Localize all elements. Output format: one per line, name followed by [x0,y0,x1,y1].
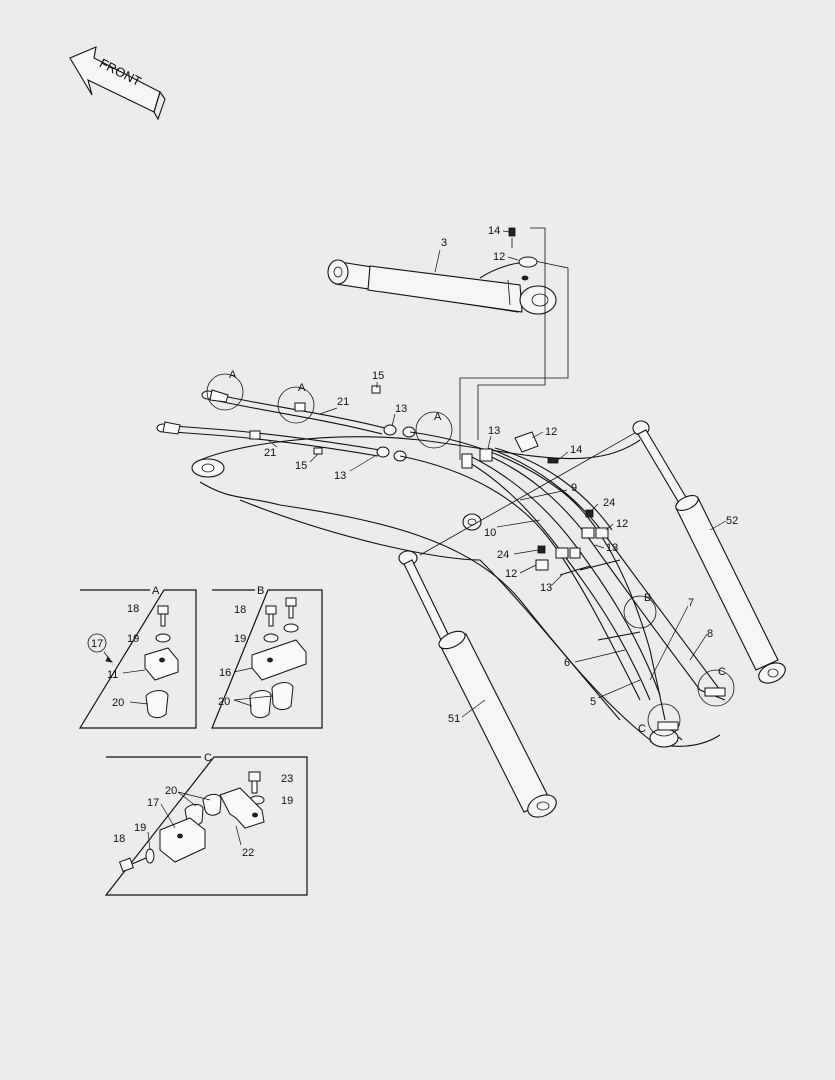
callout-24b: 24 [497,549,509,561]
callout-14a: 14 [488,225,500,237]
callout-21a: 21 [337,396,349,408]
detail-c-19: 19 [281,795,293,807]
callout-5: 5 [590,696,596,708]
detail-c: C 23 20 19 17 19 18 22 [104,752,308,896]
callout-13b: 13 [334,470,346,482]
callout-51: 51 [448,713,460,725]
marker-a-1: A [229,369,237,381]
marker-c-2: C [638,723,646,735]
callout-24a: 24 [603,497,615,509]
callout-12c: 12 [616,518,628,530]
detail-a-19: 19 [127,633,139,645]
callout-13a: 13 [395,403,407,415]
detail-c-22: 22 [242,847,254,859]
callout-12d: 12 [505,568,517,580]
callout-12a: 12 [493,251,505,263]
detail-c-23: 23 [281,773,293,785]
callout-13d: 13 [606,542,618,554]
callout-15a: 15 [372,370,384,382]
callout-15b: 15 [295,460,307,472]
marker-b: B [644,592,651,604]
detail-markers: A A A B C C [206,369,735,737]
arm-cylinder-51 [398,550,557,818]
callout-10: 10 [484,527,496,539]
detail-b-20: 20 [218,696,230,708]
detail-b-title: B [257,585,264,597]
detail-c-17: 17 [147,797,159,809]
arm-frame [191,429,721,748]
callout-21b: 21 [264,447,276,459]
detail-c-19b: 19 [134,822,146,834]
callout-7: 7 [688,597,694,609]
detail-a: A 18 19 17 11 20 [78,585,197,729]
detail-c-20: 20 [165,785,177,797]
callout-8: 8 [707,628,713,640]
detail-b-16: 16 [219,667,231,679]
detail-b: B 18 19 16 20 [211,585,323,729]
detail-a-18: 18 [127,603,139,615]
arm-cylinder-52 [632,420,786,684]
callout-9: 9 [571,482,577,494]
detail-c-18: 18 [113,833,125,845]
callout-13e: 13 [540,582,552,594]
callout-13c: 13 [488,425,500,437]
detail-c-title: C [204,752,212,764]
detail-a-17: 17 [91,638,103,650]
detail-b-19: 19 [234,633,246,645]
callout-3: 3 [441,237,447,249]
marker-a-3: A [434,411,442,423]
callout-52: 52 [726,515,738,527]
leader-lines [267,230,727,718]
callout-14b: 14 [570,444,582,456]
detail-a-20: 20 [112,697,124,709]
front-arrow: FRONT [69,46,166,121]
detail-a-title: A [152,585,160,597]
callout-12b: 12 [545,426,557,438]
callout-labels: 3 14 12 15 21 13 21 15 13 13 12 14 9 24 … [264,225,738,725]
marker-a-2: A [298,382,306,394]
pipe-bundle [461,431,726,731]
detail-b-18: 18 [234,604,246,616]
detail-a-11: 11 [107,669,118,681]
marker-c-1: C [718,666,726,678]
callout-6: 6 [564,657,570,669]
boom-cylinder-3 [327,227,569,460]
